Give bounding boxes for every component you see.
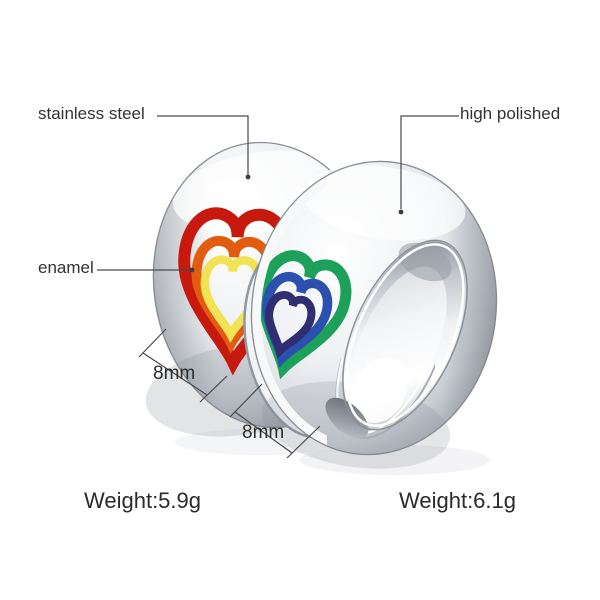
hole-bottom-highlight (352, 357, 408, 423)
dimension-left-ext2 (199, 375, 228, 403)
hole-rim-highlight (345, 243, 465, 427)
dimension-right-line (234, 411, 293, 454)
right-ring-hole (325, 239, 468, 440)
right-ring-top-highlight (302, 165, 466, 241)
weight-label-right: Weight:6.1g (399, 488, 517, 513)
dimension-left-ext1 (138, 328, 167, 358)
dimension-marker-left (138, 328, 228, 403)
dimension-left-line (142, 352, 208, 396)
annotation-lines (97, 115, 459, 459)
stainless-steel-label: stainless steel (38, 104, 145, 123)
enamel-label: enamel (38, 258, 94, 277)
band-width-label-left: 8mm (153, 363, 196, 384)
high-polished-label: high polished (460, 104, 561, 123)
right-ring (233, 160, 498, 469)
right-ring-outline (250, 160, 498, 456)
high-polished-leader-line (400, 115, 459, 209)
hole-rim-edge (342, 239, 468, 431)
hole-shadow-pocket (325, 397, 369, 439)
stainless-steel-leader-line (157, 115, 249, 175)
stainless-steel-leader-dot (245, 174, 251, 180)
right-ring-polished-edge (251, 161, 327, 455)
high-polished-leader-dot (398, 209, 404, 215)
weight-label-left: Weight:5.9g (84, 488, 202, 513)
dimension-right-ext1 (229, 383, 263, 418)
dimension-right-ext2 (286, 425, 321, 459)
dimension-marker-right (229, 383, 321, 459)
band-width-label-right: 8mm (242, 422, 285, 443)
enamel-leader-dot (189, 267, 195, 273)
